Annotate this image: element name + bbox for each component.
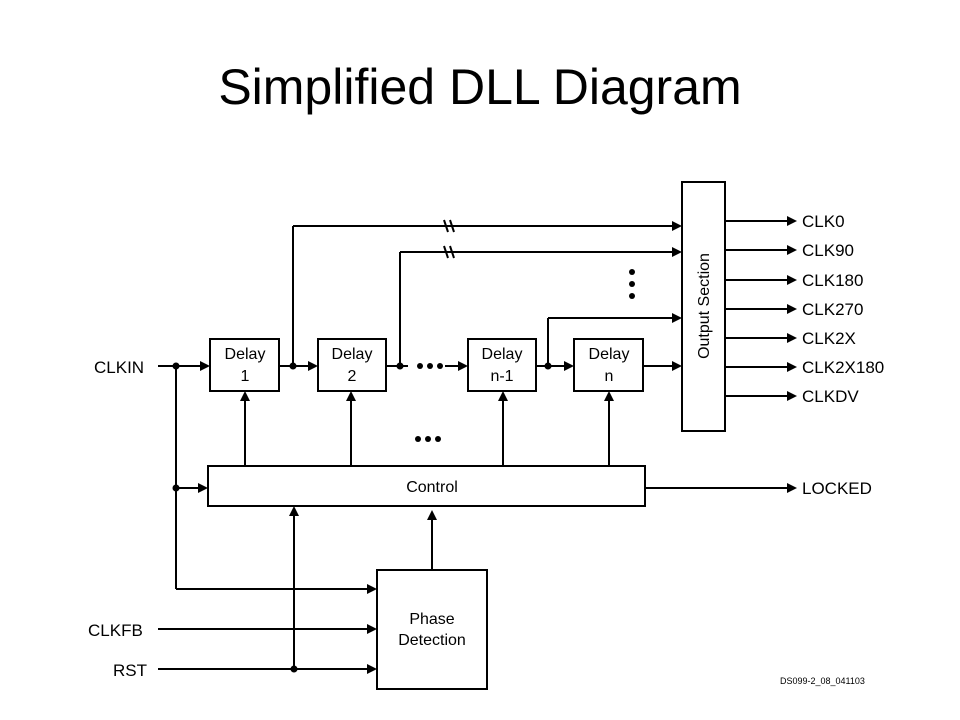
- output-labels: CLK0 CLK90 CLK180 CLK270 CLK2X CLK2X180 …: [802, 212, 884, 498]
- delay-n-block: Delay n: [573, 338, 644, 392]
- delay-n-line1: Delay: [589, 346, 630, 363]
- phase-detection-line2: Detection: [398, 632, 466, 649]
- delay-2-line2: 2: [348, 368, 357, 385]
- delay-n-1-block: Delay n-1: [467, 338, 537, 392]
- clkin-label: CLKIN: [94, 358, 144, 377]
- delay-2-block: Delay 2: [317, 338, 387, 392]
- phase-detection-block: Phase Detection: [376, 569, 488, 690]
- output-label-clkdv: CLKDV: [802, 387, 859, 406]
- locked-label: LOCKED: [802, 479, 872, 498]
- phase-detection-line1: Phase: [409, 611, 454, 628]
- rst-label: RST: [113, 661, 147, 680]
- delay-1-block: Delay 1: [209, 338, 280, 392]
- delay-n-1-line2: n-1: [490, 368, 513, 385]
- delay-n-line2: n: [605, 368, 614, 385]
- clkfb-label: CLKFB: [88, 621, 143, 640]
- delay-1-line2: 1: [241, 368, 250, 385]
- output-label-clk270: CLK270: [802, 300, 863, 319]
- delay-n-1-line1: Delay: [482, 346, 523, 363]
- output-section-block: Output Section: [681, 181, 726, 432]
- delay-1-line1: Delay: [225, 346, 266, 363]
- figure-reference: DS099-2_08_041103: [780, 676, 865, 686]
- wires: [158, 219, 790, 670]
- control-label: Control: [406, 479, 458, 496]
- output-label-clk90: CLK90: [802, 241, 854, 260]
- page-title: Simplified DLL Diagram: [218, 59, 742, 115]
- control-block: Control: [207, 465, 646, 507]
- output-section-label: Output Section: [696, 253, 713, 359]
- output-label-clk180: CLK180: [802, 271, 863, 290]
- junction-dots: [172, 269, 635, 673]
- arrowheads: [198, 216, 797, 674]
- output-label-clk2x: CLK2X: [802, 329, 856, 348]
- delay-2-line1: Delay: [332, 346, 373, 363]
- output-label-clk0: CLK0: [802, 212, 845, 231]
- output-label-clk2x180: CLK2X180: [802, 358, 884, 377]
